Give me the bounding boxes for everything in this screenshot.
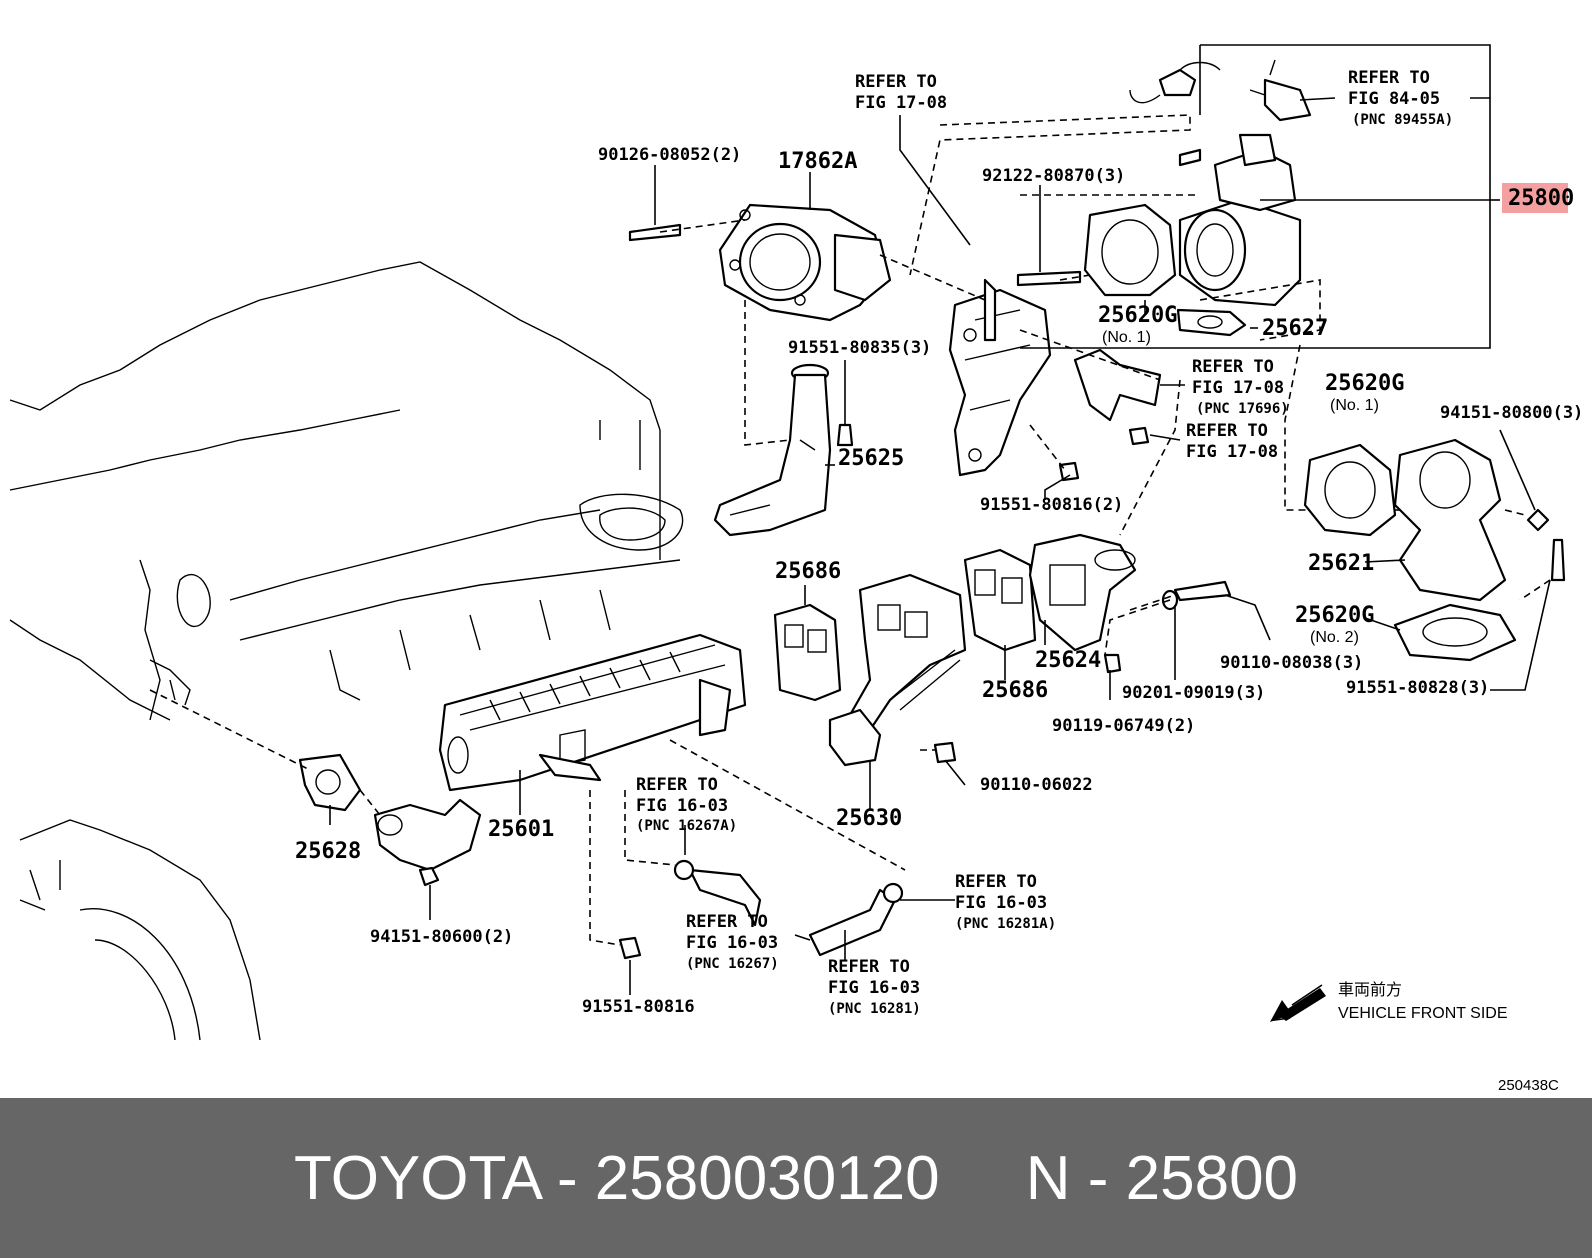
- label-25620g-upper-no: (No. 1): [1102, 329, 1151, 346]
- label-refer-1603-b2: FIG 16-03: [955, 893, 1047, 913]
- label-25628: 25628: [295, 839, 361, 864]
- label-25630: 25630: [836, 806, 902, 831]
- label-91551-80816-2: 91551-80816(2): [980, 495, 1123, 515]
- nut-94151-80600: [418, 866, 440, 887]
- gasket-25620g-upper: [1083, 203, 1177, 297]
- label-25625: 25625: [838, 446, 904, 471]
- diagram-id: 250438C: [1498, 1077, 1559, 1094]
- hose-16267: [688, 868, 762, 927]
- vsv-top: [1129, 61, 1221, 104]
- label-90126-08052: 90126-08052(2): [598, 145, 741, 165]
- part-highlight: [1502, 183, 1568, 213]
- label-25620g-right: 25620G: [1325, 371, 1404, 396]
- label-refer-1603-b3: (PNC 16281A): [955, 916, 1056, 932]
- gasket-25620g-right: [1303, 443, 1397, 537]
- hose-16267a: [538, 753, 602, 782]
- label-refer-top-1: REFER TO: [855, 72, 937, 92]
- bolt-90110-06022: [933, 741, 957, 764]
- label-91551-80816: 91551-80816: [582, 997, 695, 1017]
- label-refer-1603-d2: FIG 16-03: [828, 978, 920, 998]
- label-refer-1603-c2: FIG 16-03: [686, 933, 778, 953]
- egr-valve-25800: [1178, 59, 1312, 307]
- label-91551-80828: 91551-80828(3): [1346, 678, 1489, 698]
- label-90201-09019: 90201-09019(3): [1122, 683, 1265, 703]
- label-94151-80800: 94151-80800(3): [1440, 403, 1583, 423]
- label-refer-1603-b1: REFER TO: [955, 872, 1037, 892]
- pipe-25624: [1028, 533, 1137, 652]
- gasket-25627: [1176, 308, 1247, 337]
- engine-block-outline: [9, 261, 684, 1041]
- label-25601: 25601: [488, 817, 554, 842]
- footer-part-title: TOYOTA - 2580030120 N - 25800: [293, 1143, 1299, 1213]
- label-90110-06022: 90110-06022: [980, 775, 1093, 795]
- label-91551-80835: 91551-80835(3): [788, 338, 931, 358]
- bolt-91551-80816: [618, 936, 642, 960]
- label-refer-8405-2: FIG 84-05: [1348, 89, 1440, 109]
- label-refer-1603-c1: REFER TO: [686, 912, 768, 932]
- part-labels: 90126-08052(2) 17862A REFER TO FIG 17-08…: [295, 68, 1583, 1094]
- label-25686-bot: 25686: [982, 678, 1048, 703]
- bracket-25625: [713, 363, 854, 537]
- label-17862a: 17862A: [778, 149, 857, 174]
- egr-bolt: [1178, 148, 1202, 167]
- label-refer-1603-d1: REFER TO: [828, 957, 910, 977]
- label-refer-1603-a2: FIG 16-03: [636, 796, 728, 816]
- label-front-en: VEHICLE FRONT SIDE: [1338, 1005, 1508, 1022]
- label-25620g-no2: 25620G: [1295, 603, 1374, 628]
- label-92122-80870: 92122-80870(3): [982, 166, 1125, 186]
- bolt-refer-1708: [1128, 426, 1150, 446]
- label-25620g-upper: 25620G: [1098, 303, 1177, 328]
- gasket-25628: [298, 753, 362, 812]
- bolt-91551-80816-2: [1058, 461, 1080, 482]
- stud-92122: [1016, 270, 1082, 287]
- label-refer-mid-1: REFER TO: [1192, 357, 1274, 377]
- egr-pipe-25621: [1393, 438, 1507, 602]
- clamp-16267a: [673, 859, 695, 881]
- label-25800: 25800: [1508, 186, 1574, 211]
- label-94151-80600: 94151-80600(2): [370, 927, 513, 947]
- throttle-body-17862a: [628, 203, 892, 322]
- bolt-90110-08038: [1173, 580, 1232, 602]
- label-refer-mid-2: FIG 17-08: [1192, 378, 1284, 398]
- label-25621: 25621: [1308, 551, 1374, 576]
- bolt-90119: [1103, 653, 1122, 674]
- label-refer-8405-1: REFER TO: [1348, 68, 1430, 88]
- footer-bar: TOYOTA - 2580030120 N - 25800: [0, 1098, 1592, 1258]
- gasket-25620g-no2: [1393, 603, 1517, 662]
- label-front-jp: 車両前方: [1338, 981, 1402, 999]
- bolt-91551-80828: [1550, 538, 1566, 582]
- clamp-16281a: [882, 882, 904, 904]
- label-refer-top-2: FIG 17-08: [855, 93, 947, 113]
- label-refer-1603-a3: (PNC 16267A): [636, 818, 737, 834]
- label-25627: 25627: [1262, 316, 1328, 341]
- dashed-assembly-lines: [149, 114, 1551, 946]
- label-refer-1603-c3: (PNC 16267): [686, 956, 779, 972]
- gasket-25686-bot: [963, 548, 1037, 652]
- nut-94151-80800: [1526, 508, 1550, 532]
- label-25620g-right-no: (No. 1): [1330, 397, 1379, 414]
- label-90119-06749: 90119-06749(2): [1052, 716, 1195, 736]
- label-refer-mid-3: (PNC 17696): [1196, 401, 1289, 417]
- label-90110-08038: 90110-08038(3): [1220, 653, 1363, 673]
- pipe-elbow: [373, 798, 482, 872]
- bracket-17696: [1073, 348, 1162, 422]
- egr-cooler-25601: [438, 633, 747, 792]
- gasket-25686-top: [773, 603, 842, 702]
- label-refer-1603-d3: (PNC 16281): [828, 1001, 921, 1017]
- label-refer-8405-3: (PNC 89455A): [1352, 112, 1453, 128]
- leader-lines: [329, 44, 1551, 995]
- parts-diagram: 90126-08052(2) 17862A REFER TO FIG 17-08…: [9, 44, 1584, 1094]
- label-25620g-no2-no: (No. 2): [1310, 629, 1359, 646]
- egr-valve-25630: [828, 573, 967, 767]
- egr-adapter-central: [948, 278, 1052, 477]
- hose-16281: [808, 888, 897, 957]
- label-refer-1603-a1: REFER TO: [636, 775, 718, 795]
- vehicle-front-arrow-icon: [1270, 984, 1326, 1022]
- label-refer-low-2: FIG 17-08: [1186, 442, 1278, 462]
- label-25686-top: 25686: [775, 559, 841, 584]
- label-refer-low-1: REFER TO: [1186, 421, 1268, 441]
- label-25624: 25624: [1035, 648, 1101, 673]
- exploded-view-drawing: 90126-08052(2) 17862A REFER TO FIG 17-08…: [9, 44, 1583, 1094]
